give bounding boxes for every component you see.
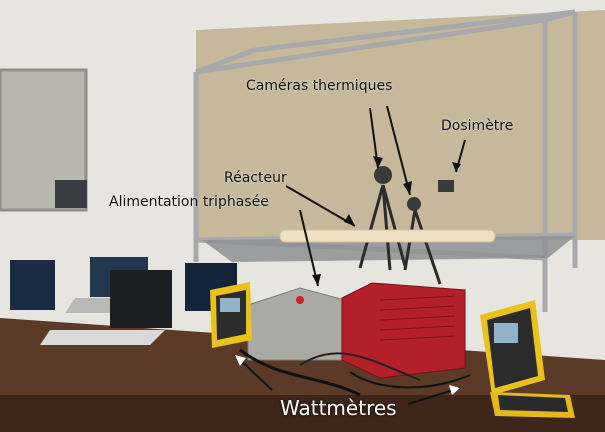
back-board bbox=[196, 10, 605, 240]
wattmeter-left bbox=[210, 282, 252, 348]
thermal-camera-1 bbox=[374, 166, 392, 184]
label-dosimeter: Dosimètre bbox=[441, 118, 514, 134]
arrowheads bbox=[235, 156, 461, 395]
multimeter bbox=[490, 392, 575, 418]
label-power-supply: Alimentation triphasée bbox=[109, 194, 269, 210]
reactor-tube bbox=[279, 229, 496, 243]
cable-3 bbox=[349, 371, 471, 389]
wattmeter-right bbox=[480, 300, 545, 395]
label-cameras: Caméras thermiques bbox=[246, 78, 393, 94]
label-reactor: Réacteur bbox=[224, 170, 287, 186]
thermal-camera-2 bbox=[407, 197, 421, 211]
cable-1 bbox=[239, 348, 361, 397]
cable-2 bbox=[299, 352, 421, 381]
red-device-vents bbox=[379, 295, 456, 341]
red-power-device bbox=[341, 282, 466, 379]
dosimeter-device bbox=[438, 180, 454, 192]
laptops bbox=[10, 180, 237, 345]
label-wattmeters: Wattmètres bbox=[280, 396, 397, 420]
power-switch bbox=[296, 296, 304, 304]
